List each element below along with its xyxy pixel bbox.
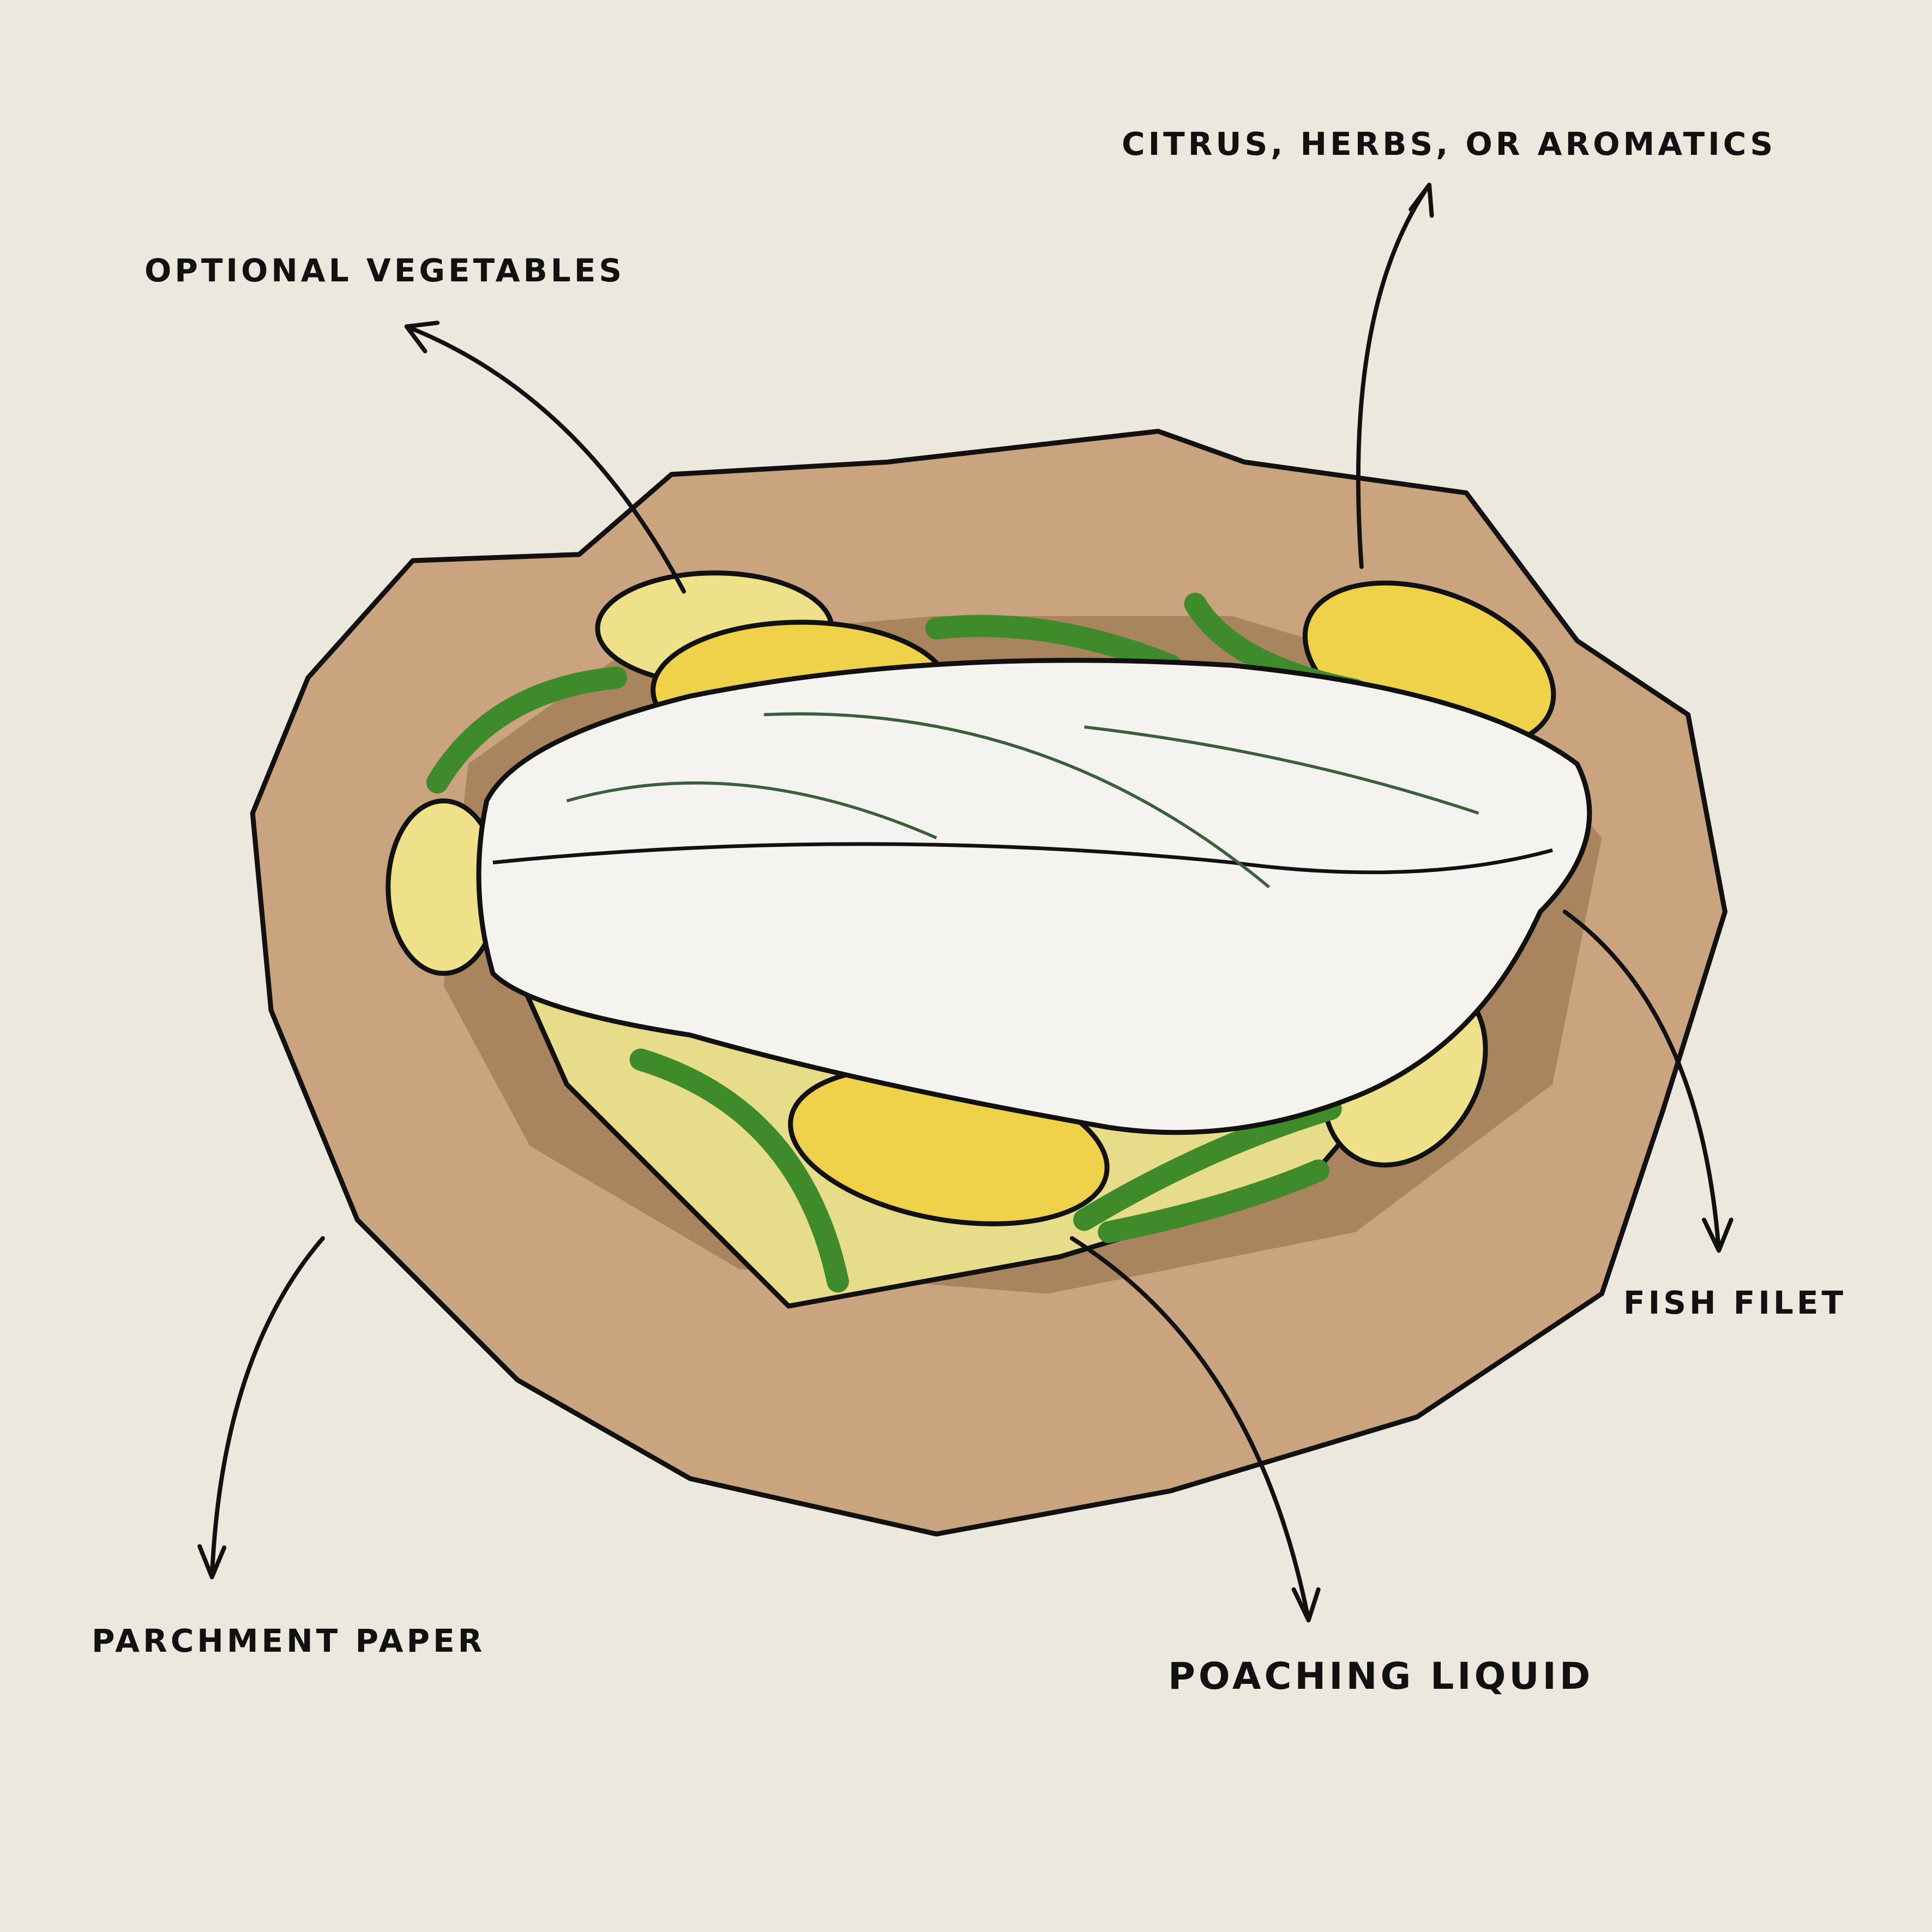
arrow-fish	[1562, 910, 1734, 1253]
arrow-citrus	[1356, 182, 1434, 569]
herb-sprig	[566, 781, 937, 840]
label-poaching-liquid: POACHING LIQUID	[1168, 1655, 1594, 1698]
arrow-parchment	[197, 1236, 325, 1580]
herb-sprig	[1084, 725, 1479, 815]
label-fish-filet: FISH FILET	[1623, 1284, 1847, 1321]
herb-sprig	[763, 712, 1271, 889]
green-bean	[426, 666, 628, 794]
green-bean	[629, 1048, 849, 1293]
arrow-poaching	[1069, 1236, 1321, 1623]
arrow-vegetables	[404, 321, 687, 594]
label-optional-vegetables: OPTIONAL VEGETABLES	[145, 252, 625, 289]
fish-top-edge	[492, 842, 1553, 875]
green-bean	[1098, 1159, 1330, 1243]
green-bean	[1073, 1098, 1342, 1231]
label-citrus-herbs-aromatics: CITRUS, HERBS, OR AROMATICS	[1122, 125, 1777, 162]
fish-filet	[476, 658, 1592, 1135]
label-parchment-paper: PARCHMENT PAPER	[92, 1622, 486, 1659]
green-bean	[925, 615, 1182, 677]
